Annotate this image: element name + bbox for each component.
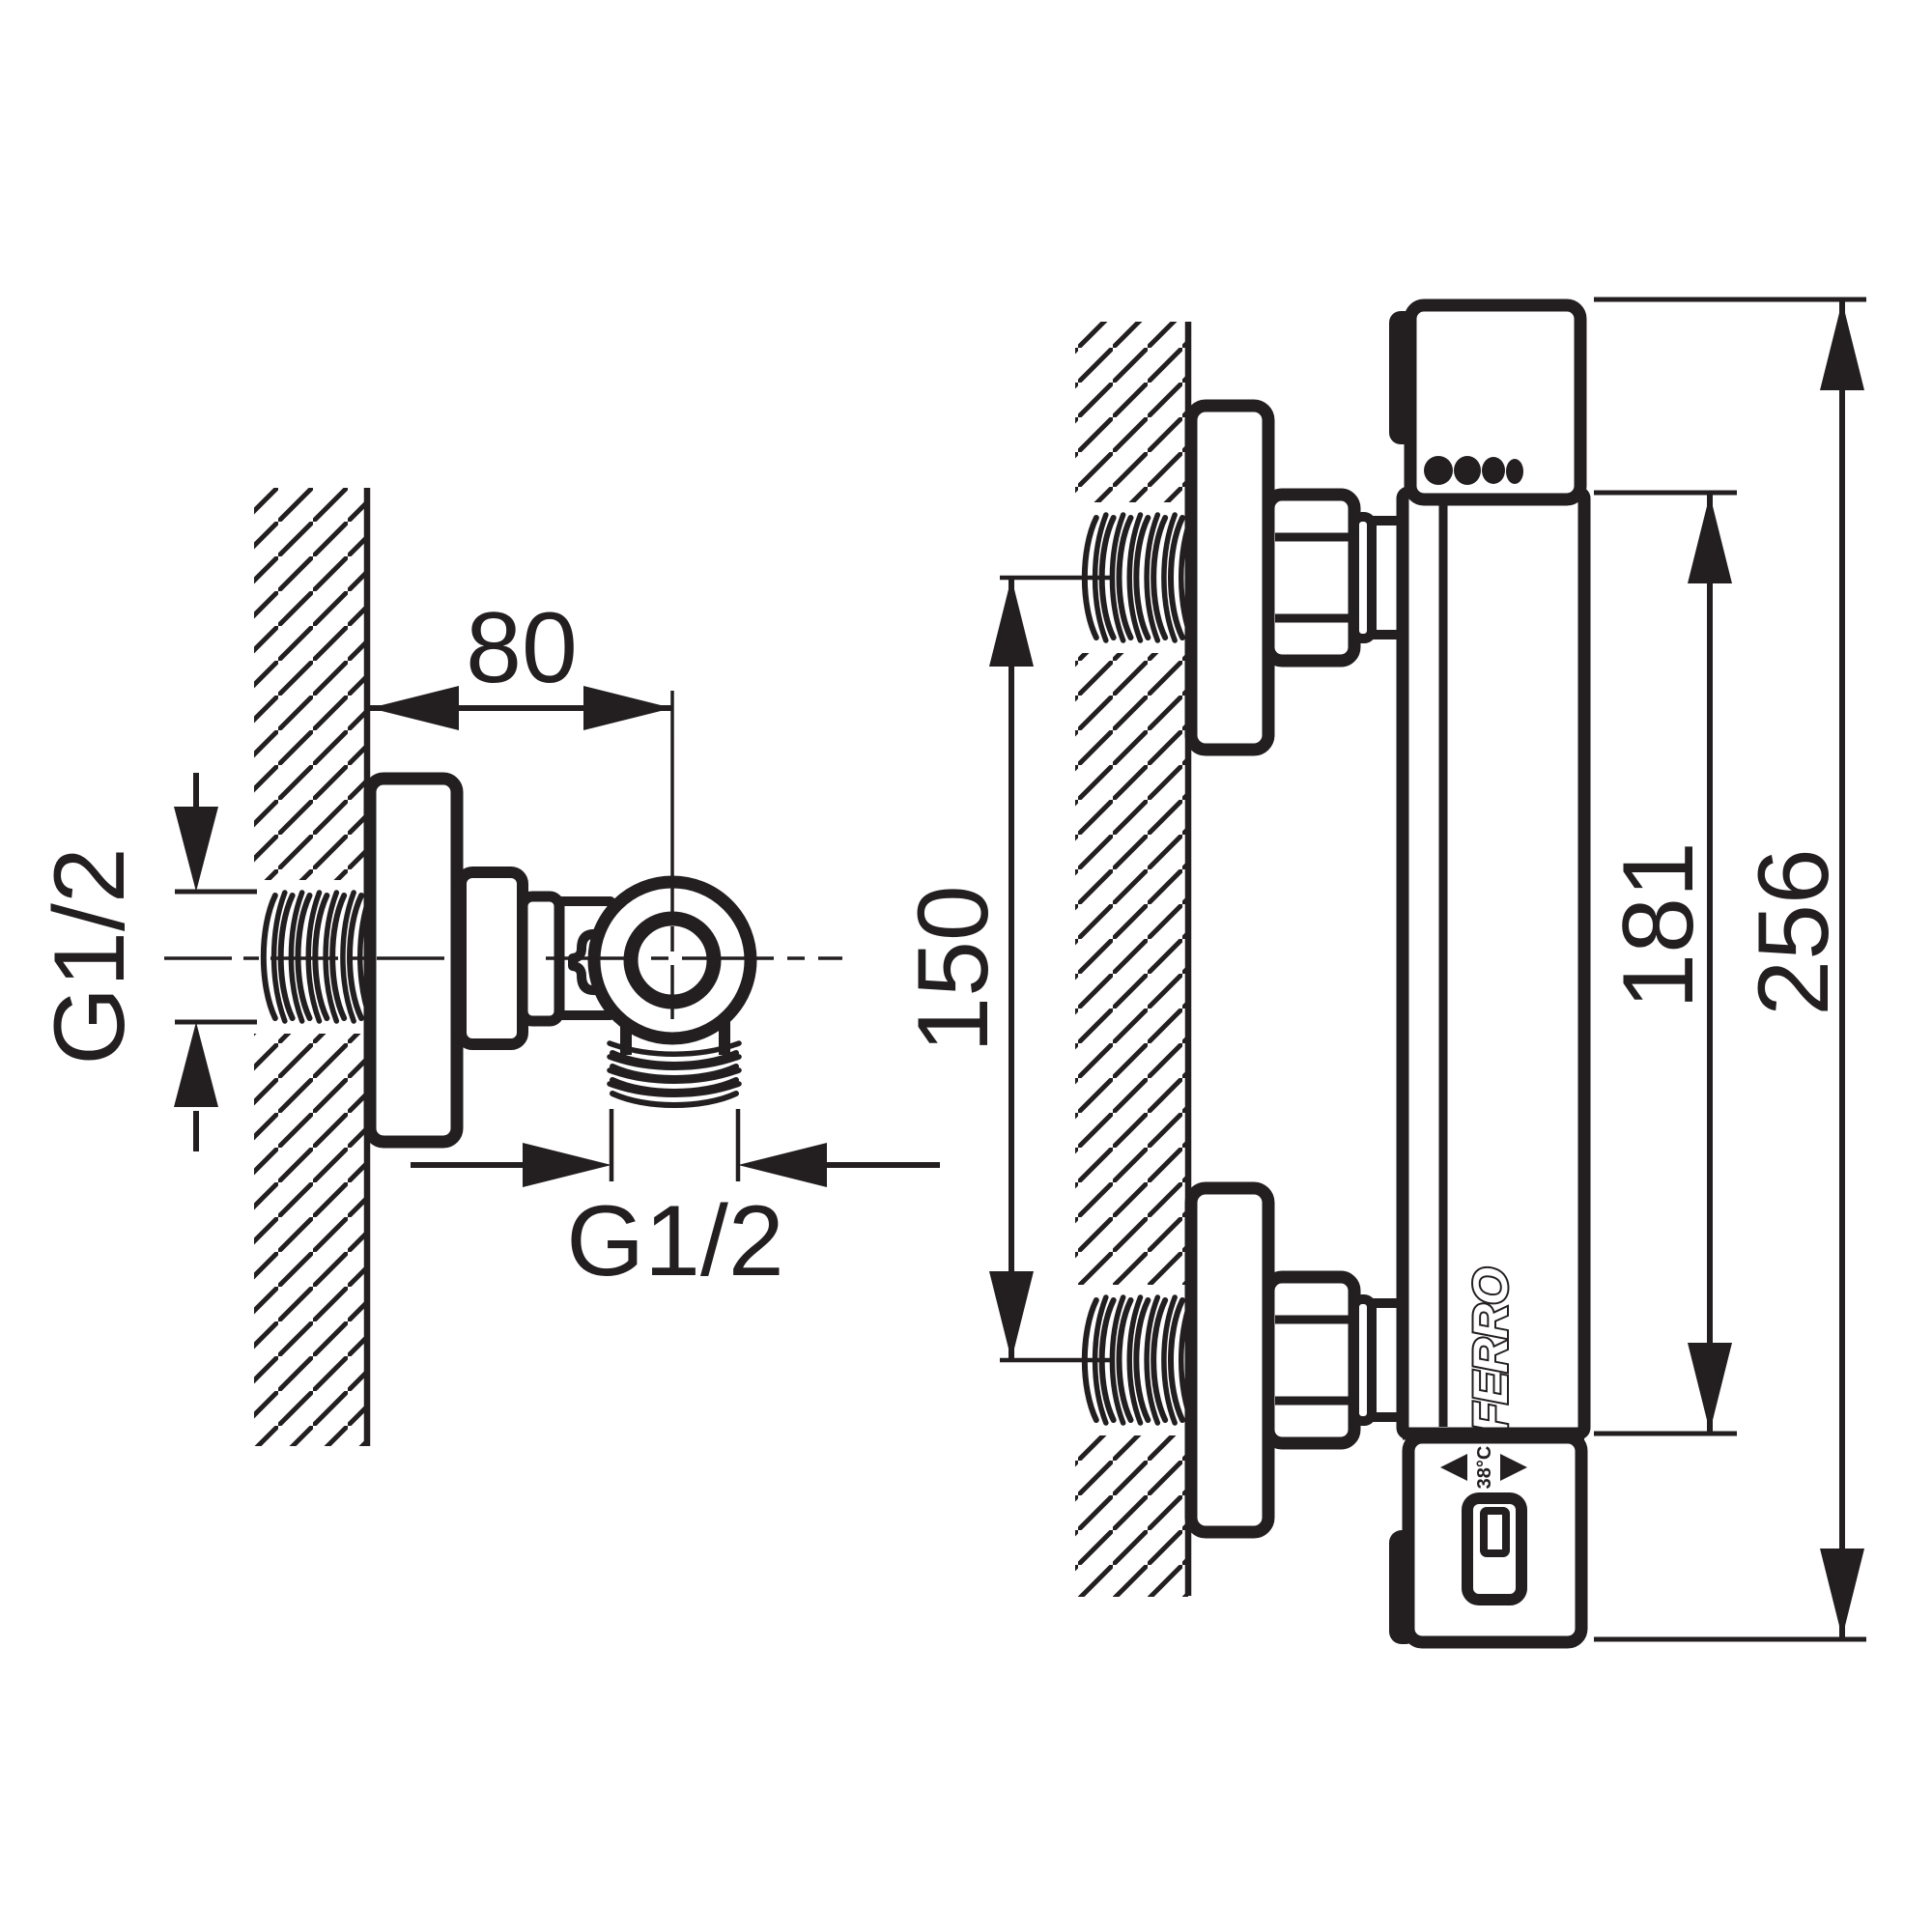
thread-crest xyxy=(1133,515,1151,640)
grip-dot-icon xyxy=(1482,457,1505,484)
temperature-label: 38°C xyxy=(1474,1446,1495,1490)
thread-crest xyxy=(1161,1294,1178,1426)
arrowhead-icon xyxy=(583,686,672,730)
thread-crest xyxy=(1151,1297,1169,1423)
grip-dot-icon xyxy=(1454,456,1481,485)
dimension-label-g12-side: G1/2 xyxy=(34,847,146,1065)
arrow-right-icon xyxy=(1500,1454,1527,1481)
bottom-connection-nut xyxy=(1262,1270,1408,1450)
cap-grip-dots xyxy=(1424,456,1523,485)
nut-body xyxy=(1262,1270,1361,1450)
dimension-label-g12-bottom: G1/2 xyxy=(566,1185,783,1297)
thread-crest xyxy=(1168,1297,1185,1423)
arrowhead-icon xyxy=(1820,1548,1864,1637)
dimension-label-80: 80 xyxy=(466,592,578,704)
thread-crest xyxy=(610,1050,739,1067)
front-view: FERRO 38°C 150 xyxy=(897,297,1866,1649)
dimension-outlet-g12: G1/2 xyxy=(411,1109,940,1297)
dimension-256: 256 xyxy=(1594,297,1866,1642)
thread-crest xyxy=(1133,1297,1151,1423)
arrow-left-icon xyxy=(1440,1454,1467,1481)
dimension-thread-g12: G1/2 xyxy=(34,773,257,1151)
outlet-thread xyxy=(607,1040,742,1108)
washer xyxy=(1350,512,1377,643)
arrowhead-icon xyxy=(1820,301,1864,390)
dimension-label-150: 150 xyxy=(897,885,1009,1053)
top-inlet-thread xyxy=(1081,512,1195,643)
top-connection-nut xyxy=(1262,488,1408,668)
thread-crest xyxy=(340,890,356,1024)
arrowhead-icon xyxy=(174,1022,218,1107)
thread-crest xyxy=(607,1054,742,1070)
arrowhead-icon xyxy=(1688,495,1732,583)
dimension-label-181: 181 xyxy=(1603,841,1715,1009)
grip-dot-icon xyxy=(1424,456,1453,485)
thread-crest xyxy=(607,1081,742,1097)
top-wall-flange xyxy=(1184,399,1275,756)
thread-crest xyxy=(1116,1297,1134,1423)
thread-crest xyxy=(1151,515,1169,640)
thread-crest xyxy=(1116,515,1134,640)
dimension-80: 80 xyxy=(370,592,672,730)
arrowhead-icon xyxy=(523,1143,611,1187)
dimension-181: 181 xyxy=(1594,490,1737,1436)
arrowhead-icon xyxy=(989,578,1034,667)
dimension-150: 150 xyxy=(897,578,1034,1360)
thread-crest xyxy=(607,1067,742,1084)
bottom-wall-flange xyxy=(1184,1181,1275,1539)
arrowhead-icon xyxy=(174,807,218,892)
side-view: 80 G1/2 G1/2 xyxy=(34,488,940,1446)
thread-crest xyxy=(610,1091,739,1108)
wall-flange xyxy=(363,772,464,1149)
thread-crest xyxy=(610,1064,739,1081)
thread-crest xyxy=(607,1040,742,1057)
washer xyxy=(1350,1294,1377,1426)
thread-crest xyxy=(1161,512,1178,643)
thread-crest xyxy=(610,1077,739,1094)
dimension-label-256: 256 xyxy=(1738,848,1850,1016)
top-cap xyxy=(1404,298,1587,506)
thread-crest xyxy=(1126,1294,1144,1426)
arrowhead-icon xyxy=(370,686,459,730)
safety-button xyxy=(1462,1492,1527,1605)
button-window xyxy=(1480,1507,1510,1557)
grip-dot-icon xyxy=(1506,459,1523,484)
thread-crest xyxy=(260,893,278,1021)
thread-crest xyxy=(1126,512,1144,643)
thread-crest xyxy=(1168,515,1185,640)
arrowhead-icon xyxy=(738,1143,827,1187)
brand-label: FERRO xyxy=(1463,1267,1518,1433)
thread-crest xyxy=(1144,512,1161,643)
arrowhead-icon xyxy=(1688,1343,1732,1432)
thread-crest xyxy=(1144,1294,1161,1426)
arrowhead-icon xyxy=(989,1271,1034,1360)
connection-nut xyxy=(455,867,528,1050)
nut-body xyxy=(1262,488,1361,668)
temperature-mark: 38°C xyxy=(1440,1446,1527,1490)
